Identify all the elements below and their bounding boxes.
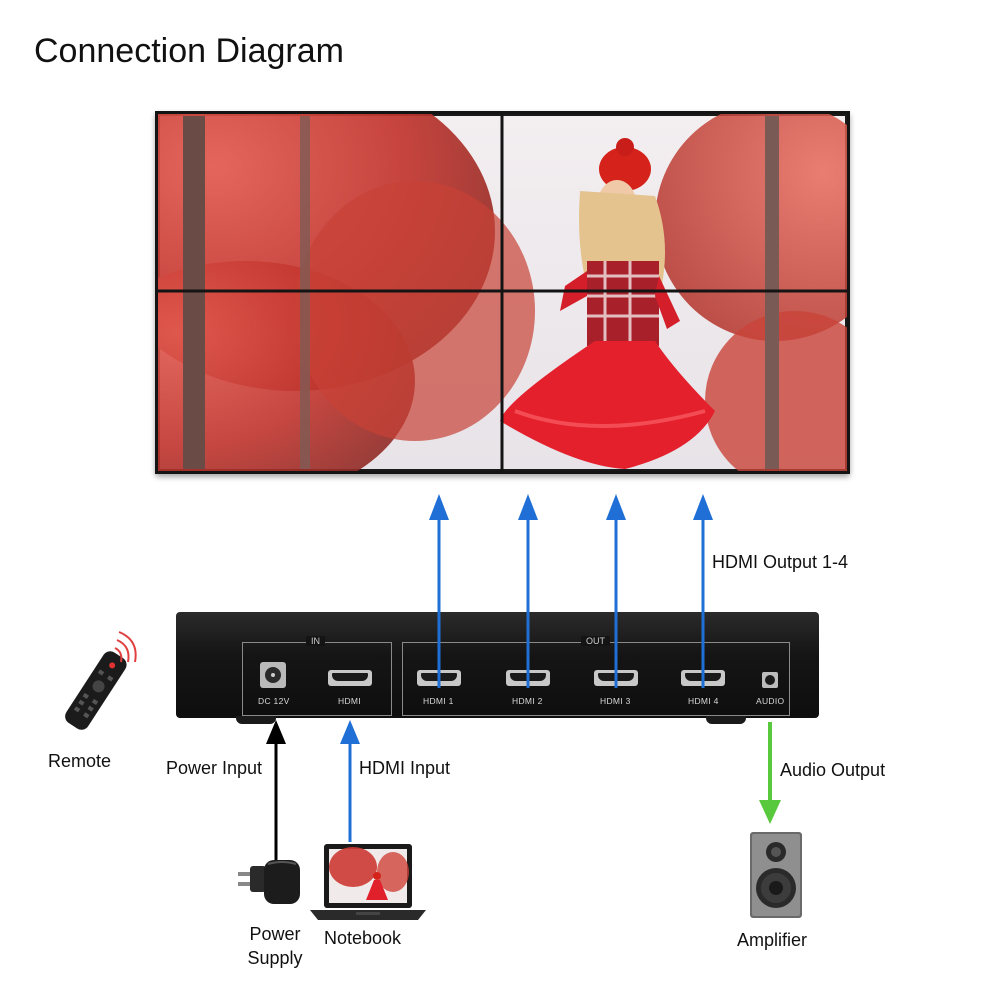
remote-label: Remote (48, 751, 112, 771)
hdmi-input-port (328, 670, 372, 686)
speaker-icon (750, 832, 802, 918)
hdmi-output-port-1 (417, 670, 461, 686)
hdmi-output-label: HDMI Output 1-4 (712, 552, 849, 572)
power-supply-label-line2: Supply (247, 948, 303, 968)
remote-control-icon (65, 631, 137, 730)
input-group-label: IN (306, 636, 325, 646)
audio-port-label: AUDIO (756, 696, 785, 706)
video-wall-controller: IN OUT DC 12V HDMI HDMI 1 HDMI 2 HDMI 3 … (176, 612, 819, 724)
hdmi-output-port-4-label: HDMI 4 (688, 696, 719, 706)
notebook-icon (310, 844, 426, 920)
dc-port-label: DC 12V (258, 696, 290, 706)
output-group-label: OUT (581, 636, 610, 646)
power-supply-label-line1: Power (249, 924, 301, 944)
hdmi-output-port-3-label: HDMI 3 (600, 696, 631, 706)
video-wall-image (155, 111, 850, 474)
power-supply-label: Power Supply (236, 922, 314, 970)
audio-port (762, 672, 778, 688)
page-title: Connection Diagram (34, 32, 344, 70)
device-foot (706, 716, 746, 724)
hdmi-input-label: HDMI Input (359, 758, 451, 778)
device-foot (236, 716, 276, 724)
hdmi-output-port-4 (681, 670, 725, 686)
power-supply-icon (238, 850, 300, 904)
hdmi-output-port-2-label: HDMI 2 (512, 696, 543, 706)
power-input-label: Power Input (166, 758, 263, 778)
amplifier-label: Amplifier (737, 930, 808, 950)
hdmi-output-port-3 (594, 670, 638, 686)
hdmi-output-port-2 (506, 670, 550, 686)
hdmi-output-port-1-label: HDMI 1 (423, 696, 454, 706)
video-wall (155, 111, 850, 474)
hdmi-input-port-label: HDMI (338, 696, 361, 706)
dc-power-port (260, 662, 286, 688)
notebook-label: Notebook (324, 928, 402, 948)
audio-output-label: Audio Output (780, 760, 886, 780)
